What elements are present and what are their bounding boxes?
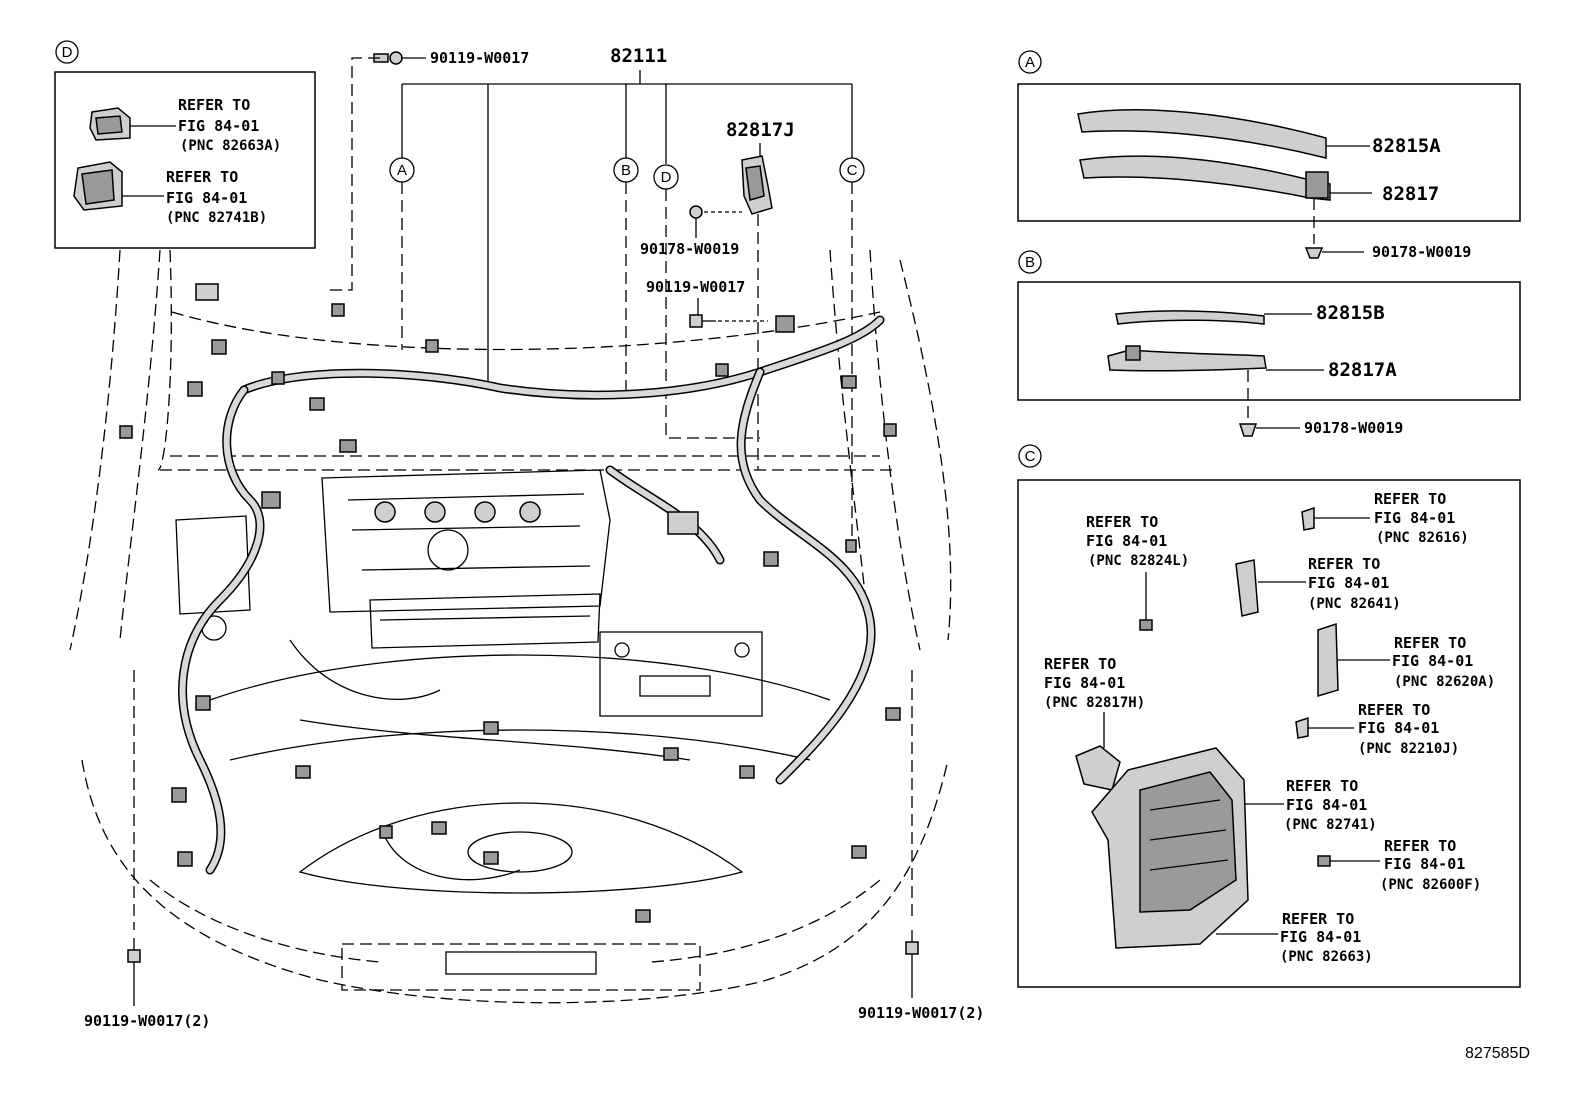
bolt-mid-label: 90119-W0017 — [646, 278, 745, 296]
harness-number: 82111 — [610, 45, 667, 67]
inset-c-ref7-line2: FIG 84-01 — [1286, 796, 1367, 814]
inset-a-part-82817 — [1079, 155, 1372, 201]
inset-d-ref2-line1: REFER TO — [166, 168, 238, 186]
hood-line — [171, 311, 881, 351]
bolt-left-label: 90119-W0017(2) — [84, 1012, 210, 1030]
bumper-outline — [81, 759, 949, 1004]
clip-relay-label: 90178-W0019 — [640, 240, 739, 258]
svg-text:B: B — [621, 162, 631, 179]
inset-c-ref4-line3: (PNC 82620A) — [1394, 674, 1495, 690]
inset-b: B 82815B 82817A 90178-W0019 — [1017, 250, 1521, 437]
inset-b-letter: B — [1025, 254, 1035, 271]
inset-d-ref2-line3: (PNC 82741B) — [166, 210, 267, 226]
callout-d: D — [653, 164, 760, 439]
callout-a: A — [389, 157, 415, 350]
svg-text:C: C — [847, 162, 858, 179]
harness-connectors — [119, 283, 901, 923]
battery — [599, 631, 763, 717]
inset-c-frame — [1017, 479, 1521, 988]
inset-b-part2: 82817A — [1328, 359, 1397, 381]
bolt-mid-icon — [689, 298, 768, 328]
inset-c-ref8-line1: REFER TO — [1384, 837, 1456, 855]
svg-text:D: D — [661, 169, 672, 186]
inset-d-letter: D — [62, 44, 73, 61]
inset-c-ref6-line2: FIG 84-01 — [1358, 719, 1439, 737]
inset-d-ref2-line2: FIG 84-01 — [166, 189, 247, 207]
inset-c-ref8-line3: (PNC 82600F) — [1380, 877, 1481, 893]
inset-c-relay-box — [1091, 747, 1249, 949]
inset-a-part-82815a — [1077, 109, 1370, 159]
inset-d-ref1-line1: REFER TO — [178, 96, 250, 114]
inset-d-part-82663a — [89, 107, 176, 141]
inset-c-ref7-line1: REFER TO — [1286, 777, 1358, 795]
inset-c-ref5-line3: (PNC 82817H) — [1044, 695, 1145, 711]
clip-top-label: 90119-W0017 — [430, 49, 529, 67]
inset-d-ref1-line2: FIG 84-01 — [178, 117, 259, 135]
inset-d-ref1-line3: (PNC 82663A) — [180, 138, 281, 154]
bolt-right-label: 90119-W0017(2) — [858, 1004, 984, 1022]
main-diagram: 90119-W0017 82111 A B D C 82817J — [69, 45, 984, 1030]
relay-block-label: 82817J — [726, 119, 795, 141]
inset-d-frame — [54, 71, 316, 249]
inset-c-ref1-line1: REFER TO — [1374, 490, 1446, 508]
inset-a-clip: 90178-W0019 — [1372, 243, 1471, 261]
inset-a-part2: 82817 — [1382, 183, 1439, 205]
inset-c-ref1-line3: (PNC 82616) — [1376, 530, 1469, 546]
svg-text:A: A — [397, 162, 407, 179]
inset-c-ref9-line2: FIG 84-01 — [1280, 928, 1361, 946]
body-outline-left — [69, 249, 172, 651]
inset-b-clip-icon — [1238, 423, 1300, 437]
inset-d-part-82741b — [73, 161, 164, 211]
inset-b-part-82817a — [1107, 345, 1324, 372]
inset-a: A 82815A 82817 90178-W0019 — [1017, 50, 1521, 261]
inset-c-ref6-line3: (PNC 82210J) — [1358, 741, 1459, 757]
inset-c-ref7-line3: (PNC 82741) — [1284, 817, 1377, 833]
figure-code: 827585D — [1465, 1045, 1530, 1062]
clip-relay-icon — [689, 205, 703, 238]
inset-c-ref5-line1: REFER TO — [1044, 655, 1116, 673]
inset-a-clip-icon — [1304, 247, 1364, 259]
inset-d: D REFER TO FIG 84-01 (PNC 82663A) REFER … — [54, 40, 316, 249]
inset-c-ref5-line2: FIG 84-01 — [1044, 674, 1125, 692]
engine-block — [289, 469, 611, 700]
inset-b-part1: 82815B — [1316, 302, 1385, 324]
inset-b-part-82815b — [1115, 310, 1312, 325]
clip-top-icon — [373, 51, 426, 65]
inset-c-ref9-line3: (PNC 82663) — [1280, 949, 1373, 965]
relay-block-icon — [741, 155, 773, 215]
inset-c-ref8-line2: FIG 84-01 — [1384, 855, 1465, 873]
inset-b-clip: 90178-W0019 — [1304, 419, 1403, 437]
inset-c-ref3-line3: (PNC 82641) — [1308, 596, 1401, 612]
body-outline-right — [829, 249, 952, 651]
inset-c-ref2-line1: REFER TO — [1086, 513, 1158, 531]
inset-a-frame — [1017, 83, 1521, 222]
inset-b-frame — [1017, 281, 1521, 401]
inset-c-ref4-line2: FIG 84-01 — [1392, 652, 1473, 670]
bolt-left-icon — [127, 938, 141, 1006]
inset-c: C REFER TO FIG 84-01 (PNC 82616) REFER T… — [1017, 444, 1521, 988]
bolt-right-icon — [905, 930, 919, 998]
inset-c-ref1-line2: FIG 84-01 — [1374, 509, 1455, 527]
inset-c-ref4-line1: REFER TO — [1394, 634, 1466, 652]
inset-c-ref9-line1: REFER TO — [1282, 910, 1354, 928]
inset-c-ref2-line2: FIG 84-01 — [1086, 532, 1167, 550]
callout-b: B — [613, 157, 639, 392]
inset-c-letter: C — [1025, 448, 1036, 465]
callout-c: C — [839, 157, 865, 540]
inset-c-ref3-line2: FIG 84-01 — [1308, 574, 1389, 592]
inset-c-ref6-line1: REFER TO — [1358, 701, 1430, 719]
inset-c-ref2-line3: (PNC 82824L) — [1088, 553, 1189, 569]
main-harness — [178, 315, 885, 881]
inset-c-ref3-line1: REFER TO — [1308, 555, 1380, 573]
inset-a-letter: A — [1025, 54, 1035, 71]
inset-a-part1: 82815A — [1372, 135, 1441, 157]
